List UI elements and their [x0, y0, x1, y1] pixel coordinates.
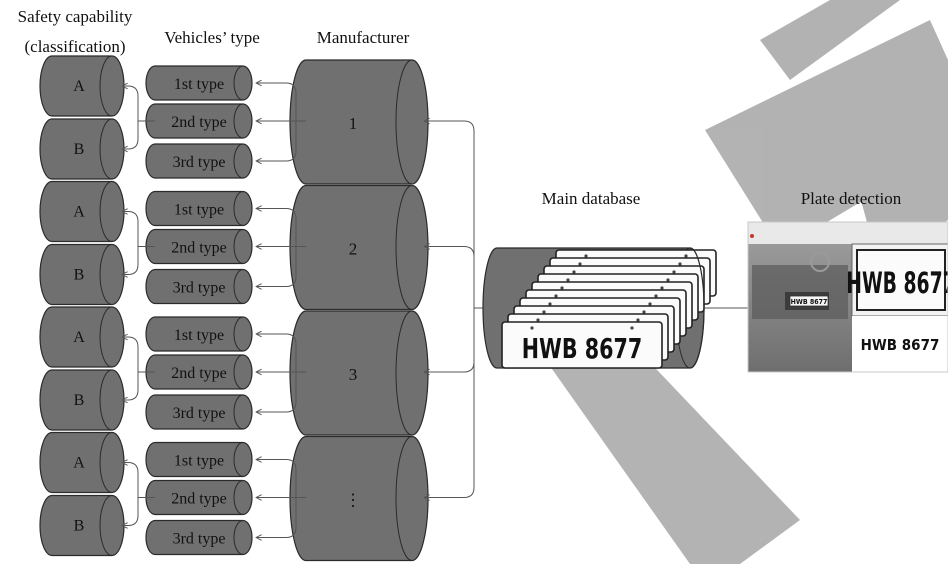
vehicle-type-label: 3rd type — [173, 154, 226, 171]
safety-class-label: B — [74, 392, 85, 409]
group-3: 3 1st type 2nd type 3rd type A B — [40, 307, 497, 435]
header-plate-detection: Plate detection — [801, 189, 902, 208]
manufacturer-label: 3 — [349, 365, 358, 384]
manufacturer-label: 2 — [349, 240, 358, 259]
connector-db-to-manufacturer — [424, 121, 474, 308]
safety-class-label: A — [73, 329, 85, 346]
header-main-database: Main database — [542, 189, 641, 208]
safety-class-label: A — [73, 455, 85, 472]
vehicle-type-label: 2nd type — [171, 114, 227, 131]
vehicle-type-label: 2nd type — [171, 491, 227, 508]
stacked-plate: HWB 8677 — [502, 322, 662, 368]
safety-class-label: B — [74, 267, 85, 284]
small-plate-text: HWB 8677 — [791, 298, 828, 306]
vehicle-type-label: 2nd type — [171, 240, 227, 257]
header-safety-line2: (classification) — [24, 37, 125, 56]
vehicle-type-label: 1st type — [174, 327, 224, 344]
connector-db-to-manufacturer — [424, 247, 474, 309]
safety-class-label: B — [74, 518, 85, 535]
plate-detection-image: HWB 8677 HWB 8677 HWB 8677 — [748, 222, 948, 372]
vehicle-type-label: 3rd type — [173, 405, 226, 422]
header-vehicles-type: Vehicles’ type — [164, 28, 260, 47]
manufacturer-cylinder — [290, 186, 428, 310]
large-plate-text: HWB 8677 — [846, 267, 948, 300]
safety-class-label: B — [74, 141, 85, 158]
manufacturer-label: ⋮ — [345, 491, 362, 510]
vehicle-type-label: 2nd type — [171, 365, 227, 382]
manufacturer-label: 1 — [349, 114, 358, 133]
header-manufacturer: Manufacturer — [317, 28, 410, 47]
manufacturer-cylinder — [290, 60, 428, 184]
front-plate-text: HWB 8677 — [522, 333, 642, 366]
group-2: 2 1st type 2nd type 3rd type A B — [40, 182, 497, 310]
vehicle-type-label: 1st type — [174, 453, 224, 470]
red-dot — [750, 234, 754, 238]
vehicle-type-label: 3rd type — [173, 531, 226, 548]
main-database-cylinder: HWB 8677 — [483, 248, 716, 368]
vehicle-type-label: 1st type — [174, 202, 224, 219]
connector-db-to-manufacturer — [424, 308, 474, 498]
connector-db-to-manufacturer — [424, 308, 474, 372]
safety-class-label: A — [73, 78, 85, 95]
header-safety-line1: Safety capability — [18, 7, 133, 26]
manufacturer-cylinder — [290, 311, 428, 435]
vehicle-type-label: 3rd type — [173, 280, 226, 297]
detected-plate-caption: HWB 8677 — [861, 336, 940, 354]
vehicle-type-label: 1st type — [174, 76, 224, 93]
safety-class-label: A — [73, 204, 85, 221]
